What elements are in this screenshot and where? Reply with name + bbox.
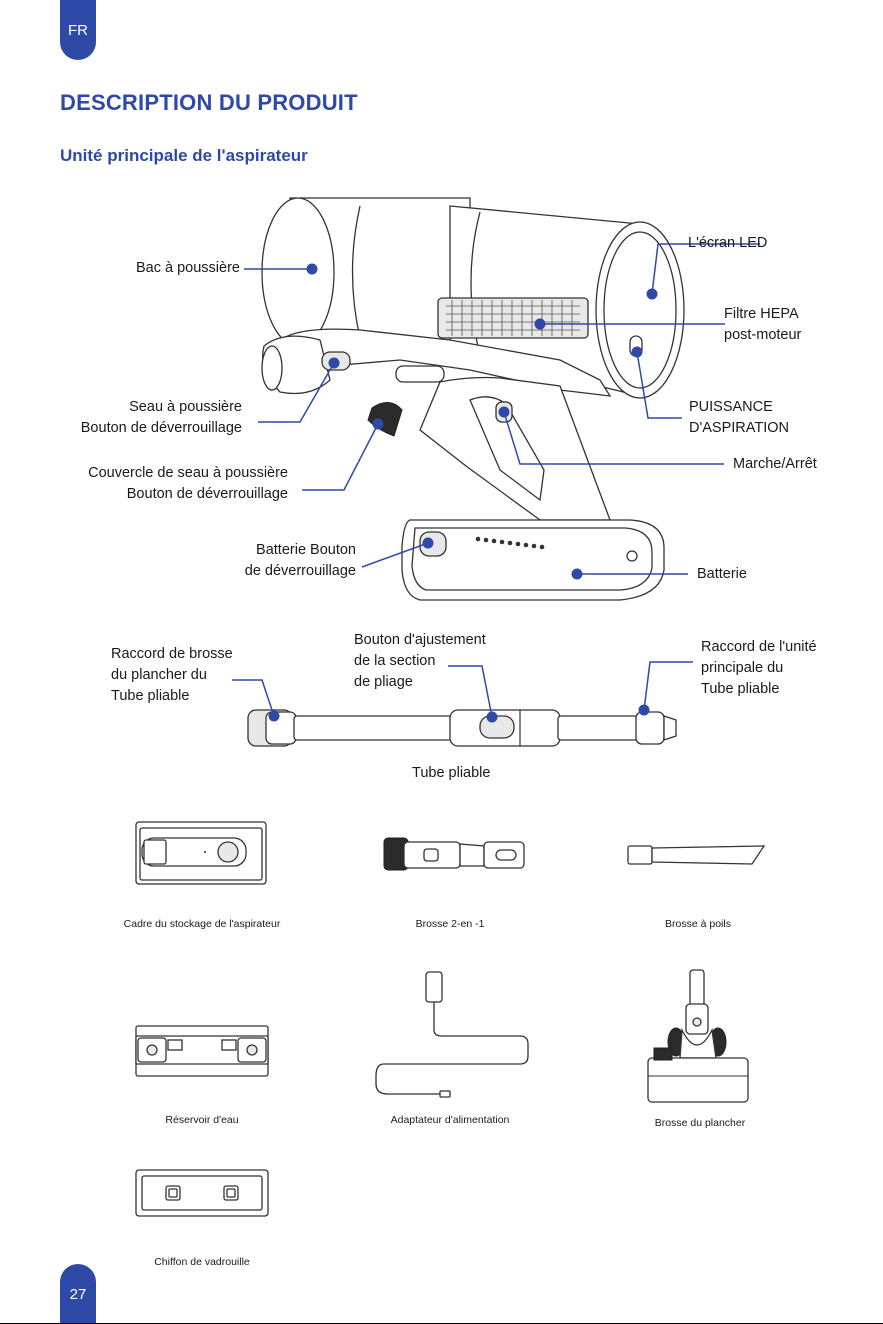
label-bucket-release: Seau à poussière Bouton de déverrouillag… — [40, 397, 242, 439]
label-battery: Batterie — [697, 566, 747, 582]
caption-floor-brush: Brosse du plancher — [654, 1117, 746, 1129]
water-tank-illustration — [135, 1025, 269, 1077]
caption-storage-frame: Cadre du stockage de l'aspirateur — [123, 918, 281, 930]
tube-caption: Tube pliable — [412, 765, 491, 781]
foldable-tube-illustration — [247, 709, 677, 747]
label-fold-button-line2: de la section — [354, 653, 436, 669]
label-battery-release-line2: de déverrouillage — [244, 563, 356, 579]
label-main-connector-line3: Tube pliable — [701, 681, 780, 697]
caption-two-in-one-brush: Brosse 2-en -1 — [415, 918, 485, 930]
label-floor-connector-line2: du plancher du — [111, 667, 207, 683]
caption-water-tank: Réservoir d'eau — [165, 1114, 239, 1126]
label-main-connector: Raccord de l'unité principale du Tube pl… — [701, 637, 817, 700]
label-floor-connector-line3: Tube pliable — [111, 688, 190, 704]
label-led-screen: L'écran LED — [688, 235, 768, 251]
crevice-brush-illustration — [627, 845, 766, 865]
label-cover-release-line1: Couvercle de seau à poussière — [88, 465, 288, 481]
label-cover-release-line2: Bouton de déverrouillage — [126, 486, 288, 502]
page-title: DESCRIPTION DU PRODUIT — [60, 90, 358, 115]
label-fold-button: Bouton d'ajustement de la section de pli… — [354, 630, 486, 693]
label-main-connector-line2: principale du — [701, 660, 784, 676]
section-subtitle: Unité principale de l'aspirateur — [60, 146, 308, 165]
label-fold-button-line1: Bouton d'ajustement — [354, 632, 486, 648]
label-suction-line2: D'ASPIRATION — [689, 420, 789, 436]
mop-cloth-illustration — [135, 1169, 269, 1217]
language-tab-label: FR — [68, 21, 88, 39]
label-fold-button-line3: de pliage — [354, 674, 413, 690]
caption-mop-cloth: Chiffon de vadrouille — [154, 1256, 250, 1268]
label-bucket-release-line2: Bouton de déverrouillage — [80, 420, 242, 436]
label-power: Marche/Arrêt — [733, 456, 817, 472]
caption-crevice-brush: Brosse à poils — [665, 918, 731, 930]
label-floor-connector: Raccord de brosse du plancher du Tube pl… — [111, 644, 233, 707]
label-hepa-filter: Filtre HEPA post-moteur — [724, 304, 801, 346]
language-tab: FR — [60, 0, 96, 60]
two-in-one-brush-illustration — [383, 837, 525, 871]
label-dust-bin: Bac à poussière — [136, 260, 240, 276]
label-battery-release-line1: Batterie Bouton — [256, 542, 356, 558]
label-suction-power: PUISSANCE D'ASPIRATION — [689, 397, 789, 439]
label-hepa-line1: Filtre HEPA — [724, 306, 799, 322]
label-bucket-release-line1: Seau à poussière — [129, 399, 242, 415]
label-cover-release: Couvercle de seau à poussière Bouton de … — [40, 463, 288, 505]
page-number-tab: 27 — [60, 1264, 96, 1324]
main-unit-illustration — [261, 197, 685, 601]
caption-power-adapter: Adaptateur d'alimentation — [390, 1114, 510, 1126]
label-floor-connector-line1: Raccord de brosse — [111, 646, 233, 662]
tube-leaders — [232, 661, 693, 723]
power-adapter-illustration — [375, 971, 529, 1098]
label-main-connector-line1: Raccord de l'unité — [701, 639, 817, 655]
label-hepa-line2: post-moteur — [724, 327, 802, 343]
storage-frame-illustration — [135, 821, 267, 885]
floor-brush-illustration — [647, 969, 749, 1103]
label-battery-release: Batterie Bouton de déverrouillage — [200, 540, 356, 582]
label-suction-line1: PUISSANCE — [689, 399, 773, 415]
main-unit-leaders — [244, 243, 760, 580]
page-number: 27 — [69, 1285, 87, 1303]
